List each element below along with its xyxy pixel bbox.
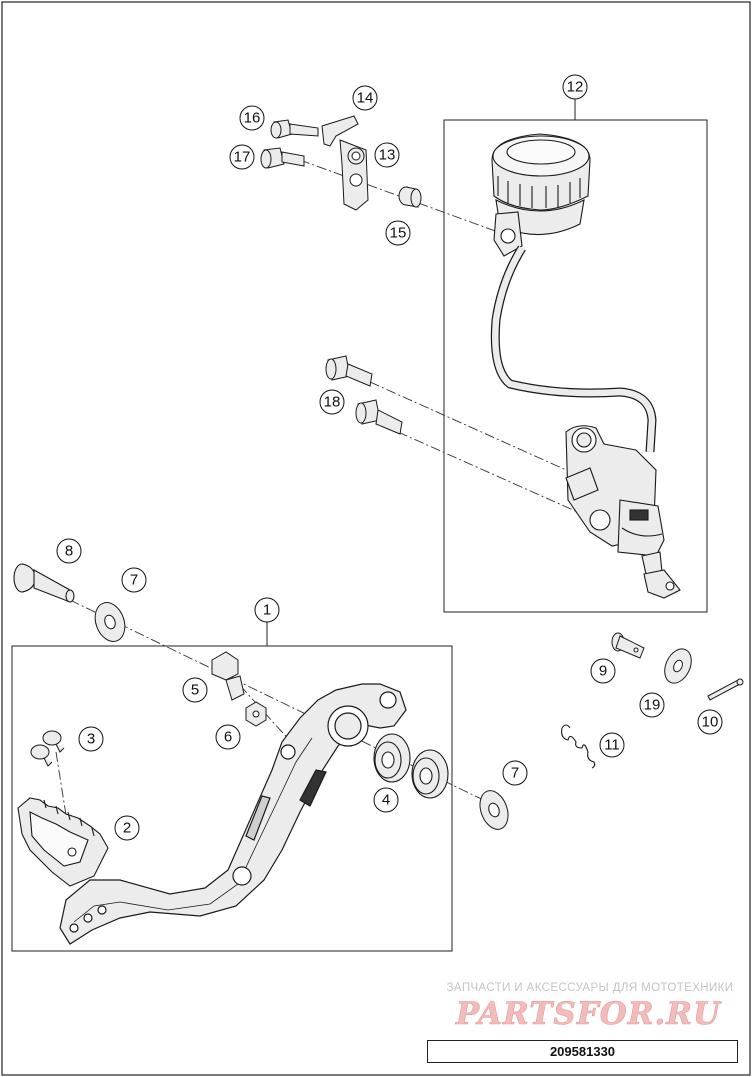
svg-text:17: 17: [234, 149, 251, 166]
svg-text:9: 9: [599, 663, 607, 680]
bracket-14: [321, 115, 369, 211]
svg-text:12: 12: [567, 79, 584, 96]
washer-7-right: [479, 790, 509, 830]
washer-7-left: [94, 602, 126, 642]
pivot-bolt-8: [13, 563, 75, 603]
pin-9: [611, 632, 645, 659]
callout-3: 3: [78, 726, 104, 752]
callout-9: 9: [590, 658, 616, 684]
callout-5: 5: [182, 677, 208, 703]
callout-14: 14: [352, 85, 378, 111]
svg-text:16: 16: [244, 110, 261, 127]
screw-18-lower: [355, 399, 403, 435]
screw-16: [270, 119, 319, 139]
split-pin-10: [707, 678, 744, 701]
callout-7-left: 7: [121, 567, 147, 593]
brake-master-cylinder: [490, 133, 681, 599]
svg-text:11: 11: [604, 737, 620, 754]
callout-18: 18: [319, 389, 345, 415]
svg-text:8: 8: [65, 543, 73, 560]
bearing-4-left: [373, 733, 411, 783]
callout-19: 19: [639, 692, 665, 718]
screw-18-upper: [325, 355, 373, 387]
screws-3: [30, 730, 65, 767]
svg-text:15: 15: [390, 225, 407, 242]
svg-text:5: 5: [191, 682, 199, 699]
document-number: 209581330: [427, 1040, 738, 1063]
svg-text:3: 3: [87, 731, 95, 748]
svg-text:19: 19: [644, 697, 661, 714]
spring-11: [561, 724, 596, 769]
svg-text:18: 18: [324, 394, 341, 411]
nut-6: [245, 701, 267, 727]
callout-16: 16: [239, 105, 265, 131]
callout-2: 2: [114, 815, 140, 841]
svg-text:6: 6: [224, 729, 232, 746]
callout-7-right: 7: [502, 760, 528, 786]
washer-19: [664, 648, 692, 684]
callout-11: 11: [599, 732, 625, 758]
svg-text:1: 1: [263, 602, 271, 619]
footrest-pad-2: [17, 797, 109, 887]
callout-8: 8: [56, 538, 82, 564]
svg-text:14: 14: [357, 90, 374, 107]
callout-6: 6: [215, 724, 241, 750]
foot-brake-lever-1: [59, 683, 407, 945]
svg-text:4: 4: [382, 792, 390, 809]
callout-17: 17: [229, 144, 255, 170]
watermark-tagline: ЗАПЧАСТИ И АКСЕССУАРЫ ДЛЯ МОТОТЕХНИКИ: [446, 982, 734, 994]
svg-text:13: 13: [379, 147, 396, 164]
callout-12: 12: [562, 74, 588, 100]
svg-text:10: 10: [702, 714, 719, 731]
callout-15: 15: [385, 220, 411, 246]
callout-1: 1: [254, 597, 280, 623]
callout-labels: 1 2 3 4 5 6 7 7 8 9 10 11 12 13 14 15 16…: [56, 74, 723, 841]
callout-13: 13: [374, 142, 400, 168]
brake-lever-group-frame: [11, 645, 453, 952]
watermark-logo: PARTSFOR.RU: [455, 996, 722, 1033]
svg-text:7: 7: [511, 765, 519, 782]
svg-text:2: 2: [123, 820, 131, 837]
callout-4: 4: [373, 787, 399, 813]
spacer-15: [398, 186, 422, 208]
collar-nut-5: [211, 651, 245, 701]
screw-17: [260, 147, 305, 169]
bearing-4-right: [411, 749, 449, 799]
svg-text:7: 7: [130, 572, 138, 589]
callout-10: 10: [697, 709, 723, 735]
